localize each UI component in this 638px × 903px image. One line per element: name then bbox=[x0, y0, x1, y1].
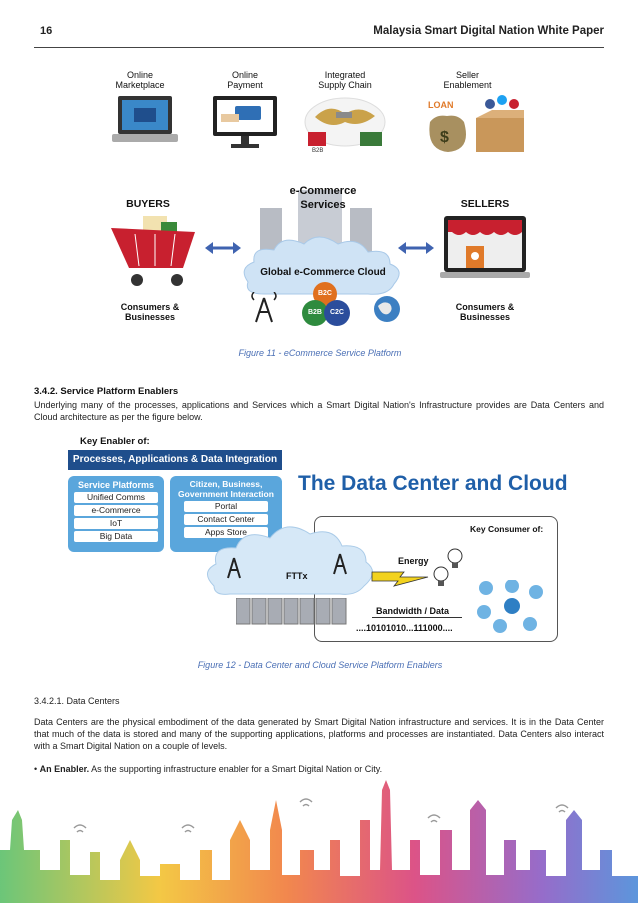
figure-12-caption: Figure 12 - Data Center and Cloud Servic… bbox=[197, 660, 443, 670]
buyers-subtitle: Consumers & Businesses bbox=[120, 302, 180, 322]
service-platforms-title: Service Platforms bbox=[77, 480, 155, 490]
platform-item: e-Commerce bbox=[74, 505, 158, 516]
platform-item: Unified Comms bbox=[74, 492, 158, 503]
global-cloud-label: Global e-Commerce Cloud bbox=[260, 267, 386, 278]
buyers-label: BUYERS bbox=[126, 198, 170, 210]
service-label-supply-chain: Integrated Supply Chain bbox=[318, 70, 372, 90]
platform-item: IoT bbox=[74, 518, 158, 529]
sellers-label: SELLERS bbox=[460, 198, 510, 210]
antenna-icon bbox=[251, 292, 277, 323]
svg-text:$: $ bbox=[440, 129, 449, 146]
fttx-label: FTTx bbox=[286, 571, 308, 581]
lightbulb-icon bbox=[447, 548, 463, 568]
city-skyline-illustration bbox=[0, 780, 638, 903]
header-divider bbox=[34, 47, 604, 48]
page-number: 16 bbox=[40, 25, 53, 37]
binary-stream: ....10101010...111000.... bbox=[356, 623, 453, 633]
lightbulb-icon bbox=[433, 566, 449, 586]
section-paragraph: Underlying many of the processes, applic… bbox=[34, 400, 604, 422]
subsection-paragraph: Data Centers are the physical embodiment… bbox=[34, 717, 604, 751]
service-label-payment: Online Payment bbox=[227, 70, 263, 90]
platform-item: Big Data bbox=[74, 531, 158, 542]
energy-bolt-icon bbox=[371, 571, 429, 587]
document-title: Malaysia Smart Digital Nation White Pape… bbox=[373, 25, 604, 37]
monitor-payment-icon bbox=[213, 96, 277, 148]
c2c-circle: C2C bbox=[324, 300, 350, 326]
data-center-title: The Data Center and Cloud bbox=[298, 472, 568, 495]
bullet-bold: An Enabler. bbox=[39, 764, 90, 774]
key-consumer-label: Key Consumer of: bbox=[470, 524, 544, 534]
shopping-cart-icon bbox=[111, 216, 195, 286]
bullet-item: • An Enabler. As the supporting infrastr… bbox=[34, 764, 382, 774]
globe-icon bbox=[374, 296, 400, 322]
figure-11-caption: Figure 11 - eCommerce Service Platform bbox=[238, 348, 402, 358]
interaction-item: Contact Center bbox=[184, 514, 268, 525]
fttx-cloud-icon bbox=[207, 526, 373, 595]
ecommerce-cloud-icon bbox=[243, 190, 400, 295]
bandwidth-label: Bandwidth / Data bbox=[376, 606, 450, 616]
double-arrow-right-icon bbox=[398, 242, 434, 254]
service-label-seller: Seller Enablement bbox=[443, 70, 492, 90]
service-platforms-box: Service Platforms Unified Comms e-Commer… bbox=[68, 476, 164, 552]
svg-text:B2B: B2B bbox=[312, 148, 323, 154]
key-enabler-label: Key Enabler of: bbox=[80, 436, 150, 447]
double-arrow-left-icon bbox=[205, 242, 241, 254]
ecommerce-services-title: e-Commerce Services bbox=[289, 185, 357, 211]
bandwidth-line bbox=[372, 617, 462, 618]
figure-12: Key Enabler of: Processes, Applications … bbox=[0, 430, 638, 670]
bullet-text: As the supporting infrastructure enabler… bbox=[89, 764, 383, 774]
service-label-marketplace: Online Marketplace bbox=[115, 70, 165, 90]
server-racks-icon bbox=[236, 598, 347, 625]
figure-11: Online Marketplace Online Payment Integr… bbox=[0, 60, 638, 360]
b2b-circle: B2B bbox=[302, 300, 328, 326]
interaction-item: Portal bbox=[184, 501, 268, 512]
connected-devices-icon bbox=[477, 580, 543, 633]
globe-supply-chain-icon: B2B bbox=[304, 97, 386, 154]
laptop-marketplace-icon bbox=[112, 96, 178, 142]
online-store-icon bbox=[440, 216, 530, 278]
energy-label: Energy bbox=[398, 556, 429, 566]
interaction-item: Apps Store bbox=[184, 527, 268, 538]
citizen-interaction-title: Citizen, Business, Government Interactio… bbox=[178, 479, 274, 499]
money-bag-box-icon: LOAN $ bbox=[428, 95, 524, 152]
bullet-marker: • bbox=[34, 764, 40, 774]
sellers-subtitle: Consumers & Businesses bbox=[455, 302, 515, 322]
section-heading: 3.4.2. Service Platform Enablers bbox=[34, 386, 179, 397]
subsection-heading: 3.4.2.1. Data Centers bbox=[34, 696, 120, 706]
loan-label: LOAN bbox=[428, 100, 454, 110]
processes-bar: Processes, Applications & Data Integrati… bbox=[68, 450, 282, 470]
